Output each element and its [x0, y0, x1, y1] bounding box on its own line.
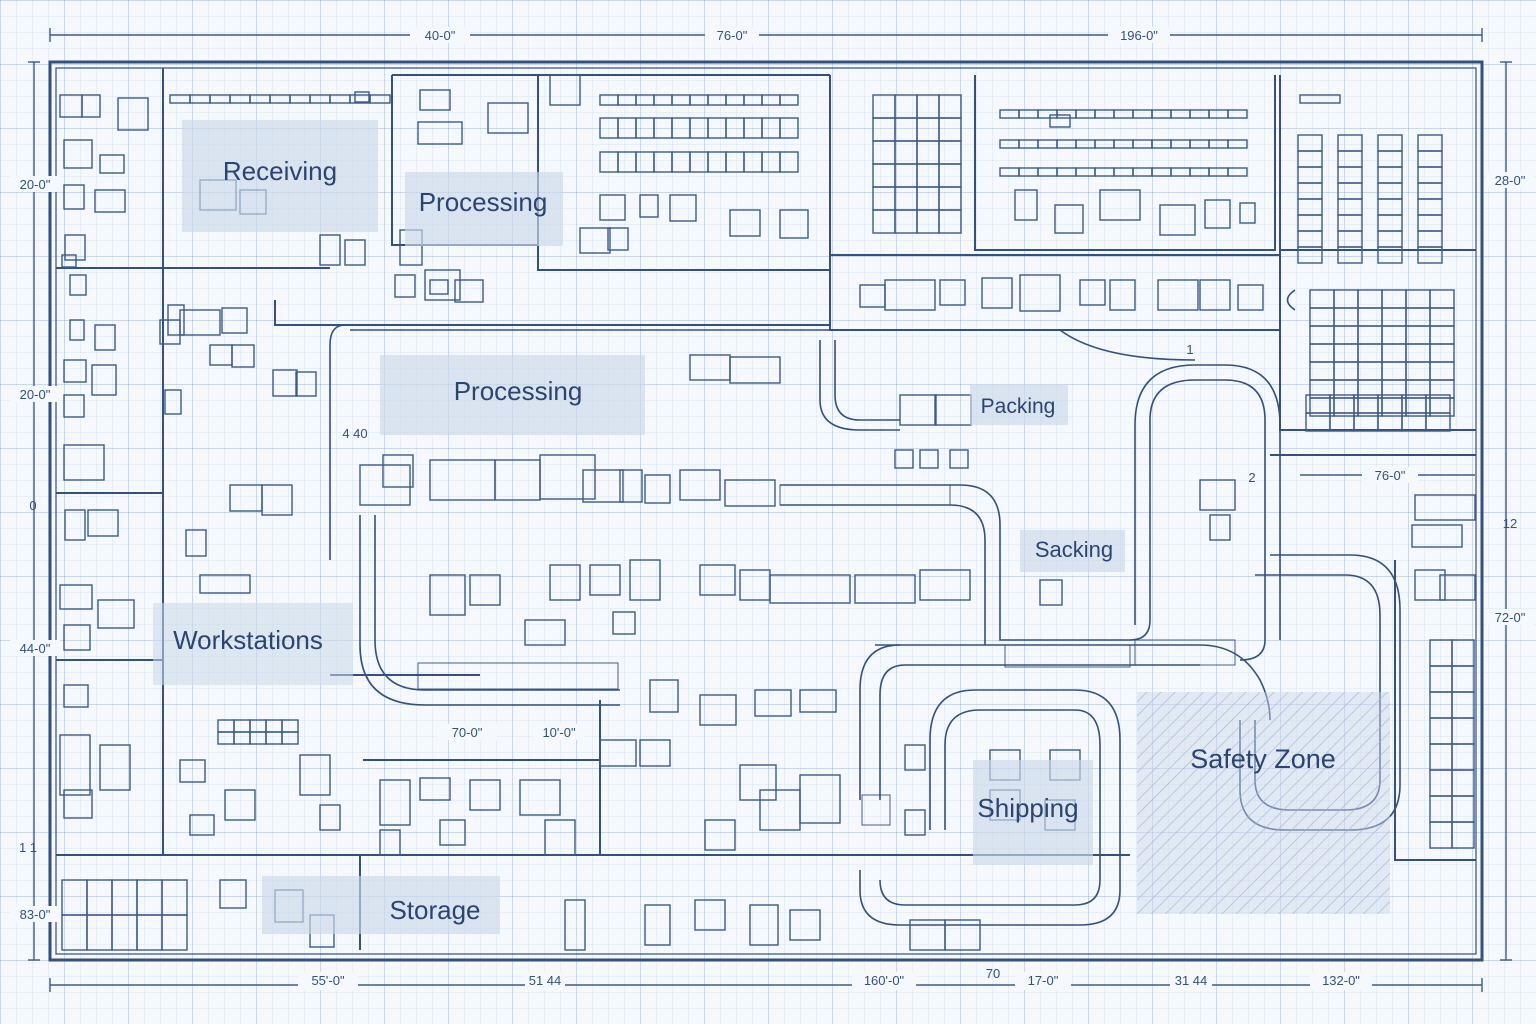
- dim-right-3: 12: [1503, 516, 1517, 531]
- dim-top-3: 196-0": [1120, 28, 1158, 43]
- zone-label-receiving: Receiving: [223, 156, 337, 186]
- dim-bottom-7: 132-0": [1322, 973, 1360, 988]
- zone-label-packing: Packing: [981, 395, 1056, 418]
- dim-top-2: 76-0": [717, 28, 748, 43]
- building-walls: [48, 60, 1484, 962]
- zone-highlights: [153, 120, 1390, 934]
- dim-right-2: 76-0": [1375, 468, 1406, 483]
- zone-label-processing-mid: Processing: [454, 376, 583, 406]
- dim-top-1: 40-0": [425, 28, 456, 43]
- dim-bottom-1: 55'-0": [311, 973, 345, 988]
- dim-interior-2: 70-0": [452, 725, 483, 740]
- zone-label-workstations: Workstations: [173, 625, 323, 655]
- zone-label-processing-top: Processing: [419, 187, 548, 217]
- dim-left-5: 1 1: [19, 840, 37, 855]
- dim-left-6: 83-0": [20, 907, 51, 922]
- dim-left-4: 44-0": [20, 641, 51, 656]
- dim-right-1: 28-0": [1495, 173, 1526, 188]
- dim-left-3: 0: [29, 498, 36, 513]
- dim-interior-5: 2: [1248, 470, 1255, 485]
- dim-right-4: 72-0": [1495, 610, 1526, 625]
- dim-left-1: 20-0": [20, 177, 51, 192]
- conveyor-rollers: [417, 484, 1236, 826]
- dim-bottom-5: 17-0": [1028, 973, 1059, 988]
- dim-bottom-3: 160'-0": [864, 973, 905, 988]
- zone-labels: Receiving Processing Processing Packing …: [173, 156, 1336, 925]
- storage-racks: [61, 94, 1475, 951]
- dim-interior-4: 1: [1186, 342, 1193, 357]
- dim-interior-1: 4 40: [342, 426, 367, 441]
- zone-label-sacking: Sacking: [1035, 537, 1113, 562]
- equipment: [59, 74, 1476, 951]
- dim-bottom-6: 31 44: [1175, 973, 1208, 988]
- zone-label-storage: Storage: [389, 895, 480, 925]
- dim-bottom-4: 70: [986, 966, 1000, 981]
- dim-bottom-2: 51 44: [529, 973, 562, 988]
- zone-label-safety-zone: Safety Zone: [1190, 744, 1336, 774]
- zone-label-shipping: Shipping: [977, 793, 1078, 823]
- dim-left-2: 20-0": [20, 387, 51, 402]
- dim-interior-3: 10'-0": [542, 725, 576, 740]
- dimension-texts: 40-0" 76-0" 196-0" 55'-0" 51 44 160'-0" …: [10, 27, 1534, 990]
